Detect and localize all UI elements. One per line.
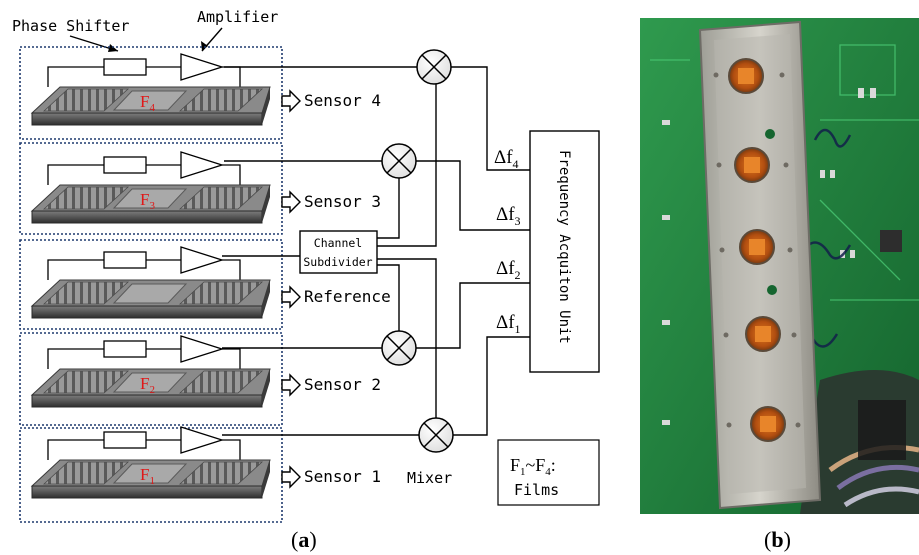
sensor-2-phase-shifter bbox=[103, 340, 147, 358]
reference-film bbox=[112, 283, 188, 304]
sensor-2-idt-left bbox=[42, 370, 130, 394]
reference-frame bbox=[19, 239, 283, 330]
delta-f-3: Δf3 bbox=[496, 204, 521, 228]
sensor-4-phase-shifter bbox=[103, 58, 147, 76]
reference-phase-shifter bbox=[103, 251, 147, 269]
sensor-3-substrate bbox=[31, 210, 263, 224]
phase-shifter-label: Phase Shifter bbox=[12, 17, 129, 35]
channel-subdivider-box bbox=[299, 230, 378, 274]
reference-label: Reference bbox=[304, 287, 391, 306]
sensor-4-row: F4 Sensor 4 bbox=[19, 46, 381, 140]
films-legend-box bbox=[497, 439, 600, 506]
sensor-2-frame bbox=[19, 332, 283, 426]
sensor-1-phase-shifter bbox=[103, 431, 147, 449]
mixer-2 bbox=[381, 330, 417, 366]
phase-shifter-arrowhead bbox=[108, 44, 118, 52]
sensor-1-idt-left bbox=[42, 461, 130, 485]
mixer-3 bbox=[381, 143, 417, 179]
amplifier-label: Amplifier bbox=[197, 8, 278, 26]
sensor-3-phase-shifter bbox=[103, 156, 147, 174]
sensor-1-row: F1 Sensor 1 bbox=[19, 426, 381, 523]
sensor-3-frame bbox=[19, 142, 283, 235]
reference-substrate bbox=[31, 305, 263, 319]
sensor-3-film bbox=[112, 188, 188, 209]
sensor-3-amplifier bbox=[180, 151, 225, 179]
amplifier-arrowhead bbox=[201, 41, 208, 51]
reference-idt-left bbox=[42, 281, 130, 305]
sensor-2-output-arrow bbox=[281, 373, 301, 397]
sensor-4-film-label: F4 bbox=[140, 92, 155, 114]
svg-text:Δf1: Δf1 bbox=[496, 312, 521, 336]
sensor-4-film bbox=[112, 90, 188, 111]
caption-a: (a) bbox=[291, 527, 317, 552]
reference-row: Reference bbox=[19, 239, 391, 330]
sensor-2-row: F2 Sensor 2 bbox=[19, 332, 381, 426]
sensor-4-amplifier bbox=[180, 53, 225, 81]
svg-text:Δf3: Δf3 bbox=[496, 204, 521, 228]
sensor-1-amplifier bbox=[180, 426, 225, 454]
sensor-4-label: Sensor 4 bbox=[304, 91, 381, 110]
caption-b: (b) bbox=[764, 527, 791, 552]
delta-f-4: Δf4 bbox=[494, 147, 519, 171]
mixer-label: Mixer bbox=[407, 469, 452, 487]
sensor-4-idt-right bbox=[178, 88, 264, 112]
sensor-3-output-arrow bbox=[281, 190, 301, 214]
sensor-2-amplifier bbox=[180, 335, 225, 363]
sensor-3-idt-left bbox=[42, 186, 130, 210]
signal-wires bbox=[222, 66, 530, 436]
sensor-array-photo bbox=[640, 18, 919, 514]
channel-subdivider-label-1: Channel bbox=[314, 236, 362, 250]
sensor-2-idt-right bbox=[178, 370, 264, 394]
sensor-3-film-label: F3 bbox=[140, 190, 155, 212]
mixer-4 bbox=[416, 49, 452, 85]
delta-f-1: Δf1 bbox=[496, 312, 521, 336]
sensor-2-substrate bbox=[31, 394, 263, 408]
sensor-3-idt-right bbox=[178, 186, 264, 210]
sensor-1-output-arrow bbox=[281, 465, 301, 489]
films-legend-line-2: Films bbox=[514, 481, 559, 499]
sensor-2-label: Sensor 2 bbox=[304, 375, 381, 394]
sensor-4-idt-left bbox=[42, 88, 130, 112]
films-legend-line-1: F1~F4: bbox=[510, 455, 556, 478]
sensor-2-film-label: F2 bbox=[140, 374, 155, 396]
sensor-4-substrate bbox=[31, 112, 263, 126]
sensor-1-film bbox=[112, 463, 188, 484]
sensor-3-row: F3 Sensor 3 bbox=[19, 142, 381, 235]
frequency-acquisition-unit-label: Frequency Acquiton Unit bbox=[556, 150, 572, 344]
channel-subdivider-label-2: Subdivider bbox=[303, 255, 372, 269]
sensor-1-idt-right bbox=[178, 461, 264, 485]
delta-f-2: Δf2 bbox=[496, 258, 521, 282]
sensor-1-film-label: F1 bbox=[140, 465, 155, 487]
frequency-acquisition-unit-box bbox=[529, 130, 600, 373]
svg-text:Δf4: Δf4 bbox=[494, 147, 519, 171]
sensor-1-label: Sensor 1 bbox=[304, 467, 381, 486]
svg-text:Δf2: Δf2 bbox=[496, 258, 521, 282]
reference-output-arrow bbox=[281, 285, 301, 309]
reference-idt-right bbox=[178, 281, 264, 305]
sensor-4-output-arrow bbox=[281, 89, 301, 113]
sensor-cavities bbox=[728, 58, 786, 442]
sensor-2-film bbox=[112, 372, 188, 393]
sensor-3-label: Sensor 3 bbox=[304, 192, 381, 211]
reference-amplifier bbox=[180, 246, 225, 274]
mixer-1 bbox=[418, 417, 454, 453]
sensor-4-frame bbox=[19, 46, 283, 140]
sensor-1-substrate bbox=[31, 485, 263, 499]
